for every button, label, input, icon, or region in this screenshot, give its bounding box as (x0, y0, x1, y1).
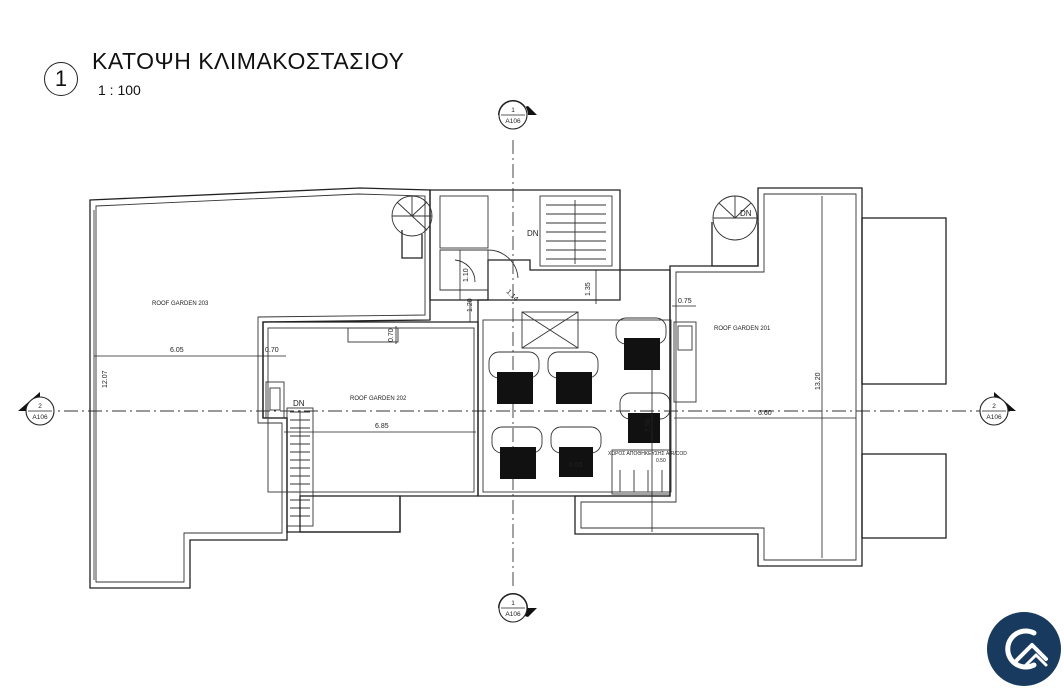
room-label-garden-201: ROOF GARDEN 201 (714, 326, 771, 332)
room-label-garden-203: ROOF GARDEN 203 (152, 301, 209, 307)
ac-unit (491, 426, 543, 479)
dn-label-west: DN (293, 399, 305, 408)
dimension-value: 7.50 (645, 418, 652, 432)
dimension-value: 0.75 (678, 298, 692, 305)
dimension-value: 6.65 (569, 462, 583, 469)
roof-garden-202-outline (262, 321, 479, 533)
ac-unit-group (488, 317, 671, 479)
dimension-value: 0.70 (265, 347, 279, 354)
drawing-scale: 1 : 100 (98, 82, 141, 98)
svg-text:2: 2 (38, 403, 42, 410)
section-mark-right: 2 A106 (979, 392, 1016, 426)
spiral-stair-west (391, 195, 433, 259)
dimension-value: 1.10 (463, 268, 470, 282)
svg-text:1: 1 (511, 107, 515, 114)
svg-text:A106: A106 (505, 118, 521, 125)
svg-text:A106: A106 (505, 611, 521, 618)
dimension-value: 1.14 (505, 288, 520, 303)
room-label-ac-area: ΧΩΡΟΣ ΑΠΟΘΗΚΕΥΣΗΣ AIR/COD (608, 451, 687, 457)
stair-core (429, 189, 621, 301)
dimension-value: 6.60 (758, 410, 772, 417)
dn-label-core: DN (527, 229, 539, 238)
ac-unit (550, 426, 602, 477)
dimension-value: 1.35 (585, 282, 592, 296)
dimension-value: 1.20 (467, 298, 474, 312)
house-logo-icon (987, 612, 1061, 686)
section-mark-top: 1 A106 (498, 100, 537, 130)
ac-unit (488, 351, 540, 404)
dimension-value: 13.20 (815, 372, 822, 390)
dimension-value: 6.05 (170, 347, 184, 354)
dimension-value: 0.70 (388, 328, 395, 342)
roof-garden-203-outline (89, 187, 431, 589)
drawing-number: 1 (44, 62, 78, 96)
svg-text:2: 2 (992, 403, 996, 410)
ac-unit (547, 351, 599, 404)
dimension-value: 0.50 (656, 458, 666, 464)
dimension-lines (93, 196, 856, 580)
svg-text:A106: A106 (32, 414, 48, 421)
spiral-stair-east (711, 195, 759, 267)
roof-garden-201-outline (574, 187, 947, 567)
ac-unit (615, 317, 667, 370)
dimension-value: 6.85 (375, 423, 389, 430)
svg-text:A106: A106 (986, 414, 1002, 421)
section-mark-bottom: 1 A106 (498, 593, 537, 623)
dimension-value: 12.07 (102, 370, 109, 388)
section-mark-left: 2 A106 (18, 392, 55, 426)
ac-unit (619, 392, 671, 443)
dn-label-spiral-east: DN (740, 209, 752, 218)
room-label-garden-202: ROOF GARDEN 202 (350, 396, 407, 402)
drawing-title: ΚΑΤΟΨΗ ΚΛΙΜΑΚΟΣΤΑΣΙΟΥ (92, 48, 405, 74)
drawing-title-block: 1 ΚΑΤΟΨΗ ΚΛΙΜΑΚΟΣΤΑΣΙΟΥ 1 : 100 (36, 44, 456, 104)
svg-text:1: 1 (511, 600, 515, 607)
planter-block (299, 495, 401, 533)
